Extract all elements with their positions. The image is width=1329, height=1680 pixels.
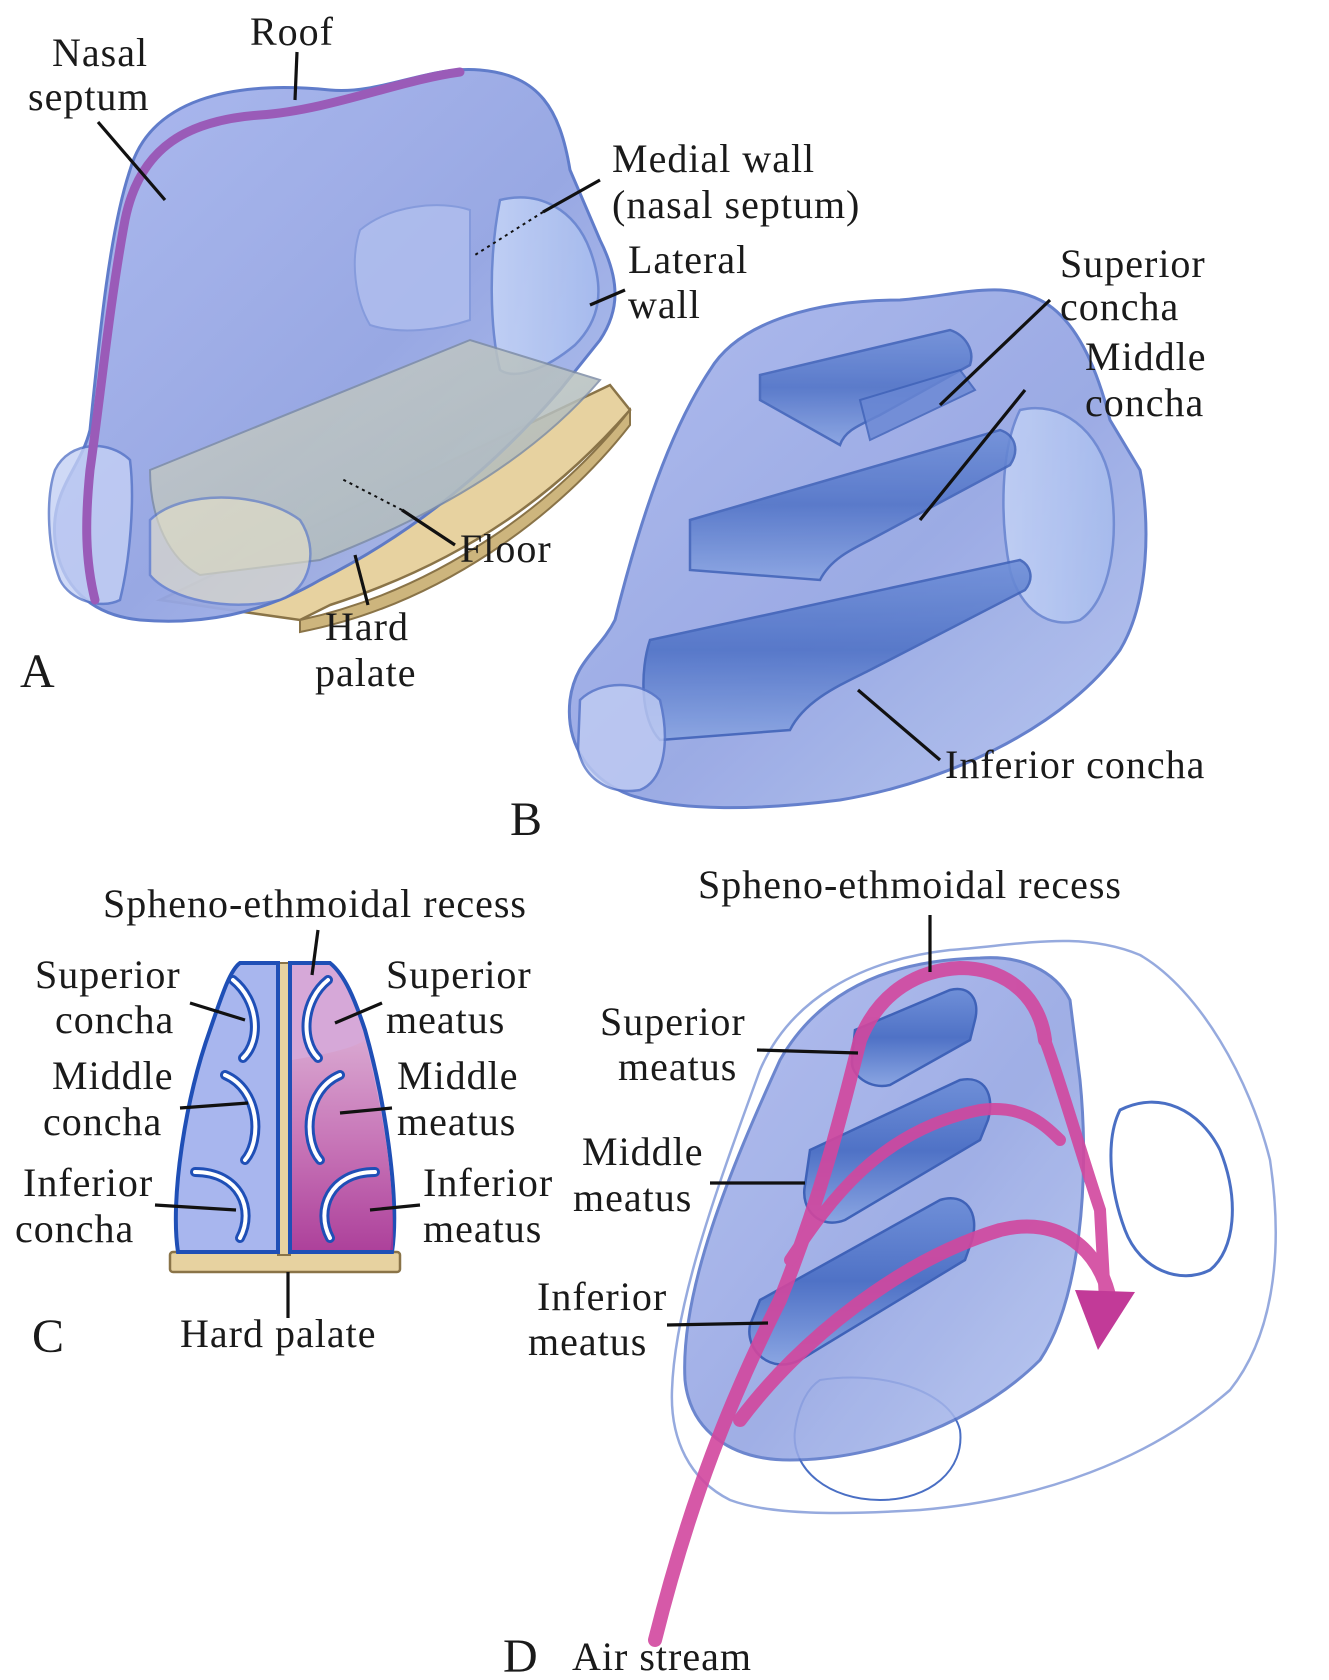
label-nasal-septum-2: septum [28,74,150,119]
label-d-inferior-meatus-1: Inferior [537,1274,667,1319]
label-c-middle-concha-2: concha [43,1099,162,1144]
air-stream-arrowhead [1075,1290,1135,1350]
label-floor: Floor [460,526,552,571]
panel-letter-c: C [32,1310,64,1363]
panel-d: Spheno-ethmoidal recess Superior meatus … [503,862,1276,1680]
label-c-middle-meatus-2: meatus [397,1099,516,1144]
label-d-inferior-meatus-2: meatus [528,1319,647,1364]
label-b-superior-concha-2: concha [1060,284,1179,329]
label-c-inferior-meatus-1: Inferior [423,1160,553,1205]
label-d-middle-meatus-2: meatus [573,1175,692,1220]
panel-letter-a: A [20,645,55,698]
label-d-middle-meatus-1: Middle [582,1129,704,1174]
label-c-middle-meatus-1: Middle [397,1053,519,1098]
label-c-superior-meatus-2: meatus [386,997,505,1042]
label-b-inferior-concha: Inferior concha [945,742,1205,787]
label-nasal-septum-1: Nasal [52,30,148,75]
label-c-superior-concha-2: concha [55,997,174,1042]
label-c-spheno-ethmoidal: Spheno-ethmoidal recess [103,881,527,926]
panel-b: Superior concha Middle concha Inferior c… [510,241,1207,846]
label-medial-wall-2: (nasal septum) [612,182,860,227]
label-c-middle-concha-1: Middle [52,1053,174,1098]
panel-letter-d: D [503,1630,538,1680]
panel-letter-b: B [510,793,542,846]
label-b-middle-concha-2: concha [1085,380,1204,425]
panel-c: Spheno-ethmoidal recess Superior concha … [15,881,553,1363]
label-b-superior-concha-1: Superior [1060,241,1206,286]
label-d-superior-meatus-1: Superior [600,999,746,1044]
label-b-middle-concha-1: Middle [1085,334,1207,379]
label-d-superior-meatus-2: meatus [618,1044,737,1089]
label-c-superior-meatus-1: Superior [386,952,532,997]
label-lateral-wall-2: wall [628,282,701,327]
label-c-inferior-concha-2: concha [15,1206,134,1251]
label-d-air-stream: Air stream [572,1634,752,1679]
label-roof: Roof [250,9,334,54]
label-hard-palate-1: Hard [325,604,409,649]
label-hard-palate-2: palate [315,650,417,695]
label-medial-wall-1: Medial wall [612,136,815,181]
label-c-inferior-meatus-2: meatus [423,1206,542,1251]
label-c-inferior-concha-1: Inferior [23,1160,153,1205]
label-d-spheno-ethmoidal: Spheno-ethmoidal recess [698,862,1122,907]
label-lateral-wall-1: Lateral [628,237,748,282]
label-c-superior-concha-1: Superior [35,952,181,997]
label-c-hard-palate: Hard palate [180,1311,376,1356]
